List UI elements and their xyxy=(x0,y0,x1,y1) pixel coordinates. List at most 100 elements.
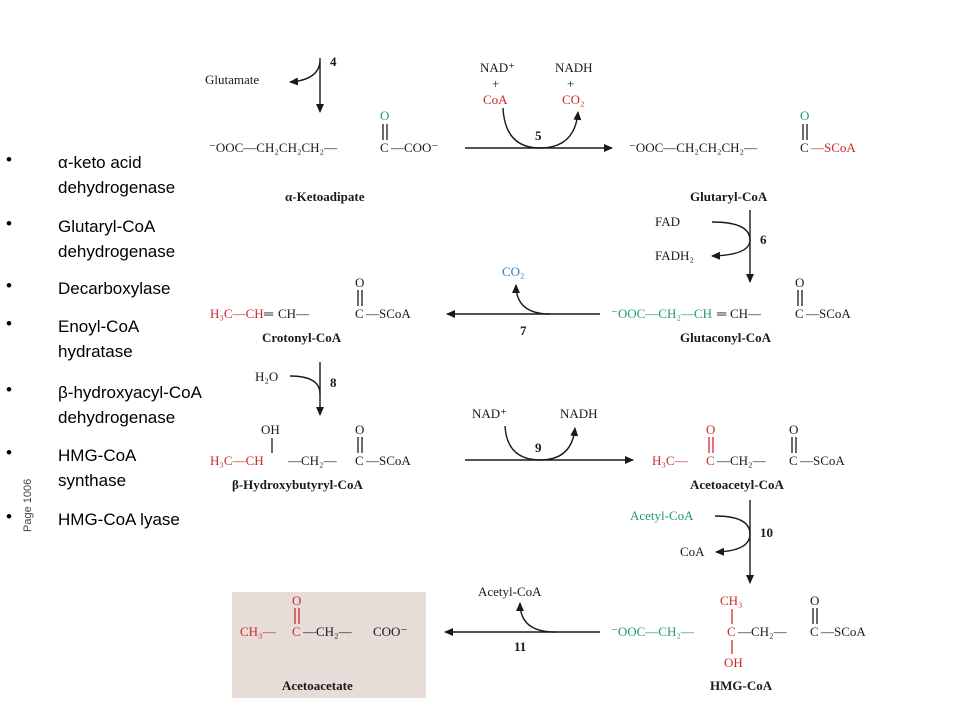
hydroxyl-group: OH xyxy=(724,655,743,670)
compound-name: Glutaconyl-CoA xyxy=(680,330,772,345)
compound-right: —SCoA xyxy=(365,453,411,468)
step-7: CO₂ 7 xyxy=(446,264,600,338)
step-4-side-arrow xyxy=(289,61,321,86)
step-number: 5 xyxy=(535,128,542,143)
compound-right: —SCoA xyxy=(820,624,866,639)
step-6-curve xyxy=(711,221,751,260)
step-6: FAD FADH₂ 6 xyxy=(655,210,767,283)
compound-right: —SCoA xyxy=(365,306,411,321)
compound-mid: —CH₂— xyxy=(287,453,338,468)
compound-mid: —CH₂— xyxy=(716,453,767,468)
carbonyl-oxygen: O xyxy=(800,108,809,123)
bullet-dot: • xyxy=(6,507,12,526)
keto-carbon: C xyxy=(706,453,715,468)
compound-name: Acetoacetate xyxy=(282,678,353,693)
compound-name: Crotonyl-CoA xyxy=(262,330,342,345)
carbonyl-oxygen: O xyxy=(795,275,804,290)
carbonyl-oxygen: O xyxy=(355,275,364,290)
enzyme-label: Decarboxylase xyxy=(58,279,171,298)
carbonyl-oxygen: O xyxy=(355,422,364,437)
plus-sign: + xyxy=(567,76,574,91)
step-number: 6 xyxy=(760,232,767,247)
compound-left: ⁻OOC—CH₂CH₂CH₂— xyxy=(209,140,338,155)
step-number: 7 xyxy=(520,323,527,338)
compound-mid: —CH₂— xyxy=(302,624,353,639)
bullet-dot: • xyxy=(6,314,12,333)
step-9: NAD⁺ NADH 9 xyxy=(465,406,634,464)
step-number: 8 xyxy=(330,375,337,390)
step-11-curve xyxy=(516,602,556,633)
carbonyl-carbon: C xyxy=(789,453,798,468)
keto-oxygen: O xyxy=(292,593,301,608)
compound-left: ⁻OOC—CH₂CH₂CH₂— xyxy=(629,140,758,155)
step-5-curve xyxy=(502,107,582,149)
glutamate-label: Glutamate xyxy=(205,72,259,87)
nad-label: NAD⁺ xyxy=(480,60,515,75)
acetyl-coa-label: Acetyl-CoA xyxy=(630,508,694,523)
step-9-curve xyxy=(504,425,579,461)
co2-label: CO₂ xyxy=(562,92,585,107)
compound-right: —SCoA xyxy=(810,140,856,155)
compound-left: ⁻OOC—CH₂—CH xyxy=(611,306,712,321)
compound-right: —COO⁻ xyxy=(390,140,438,155)
bullet-dot: • xyxy=(6,443,12,462)
double-bond: ═ xyxy=(716,306,727,321)
compound-mid: —CH₂— xyxy=(737,624,788,639)
central-carbon: C xyxy=(727,624,736,639)
step-8: H₂O 8 xyxy=(255,362,337,416)
methyl-group: CH₃ xyxy=(720,593,743,608)
coa-label: CoA xyxy=(680,544,705,559)
beta-hydroxybutyryl-coa: H₃C—CH OH —CH₂— C O —SCoA β-Hydroxybutyr… xyxy=(210,422,411,492)
carbonyl-oxygen: O xyxy=(810,593,819,608)
highlight-box xyxy=(232,592,426,698)
step-number: 9 xyxy=(535,440,542,455)
compound-mid: CH— xyxy=(278,306,310,321)
carbonyl-oxygen: O xyxy=(380,108,389,123)
bullet-dot: • xyxy=(6,150,12,169)
carbonyl-carbon: C xyxy=(800,140,809,155)
step-4: Glutamate 4 xyxy=(205,54,337,113)
compound-right: —SCoA xyxy=(805,306,851,321)
compound-left: H₃C—CH xyxy=(210,306,264,321)
compound-left: H₃C— xyxy=(652,453,689,468)
compound-left: H₃C—CH xyxy=(210,453,264,468)
acetyl-coa-label: Acetyl-CoA xyxy=(478,584,542,599)
step-10-curve xyxy=(714,515,751,556)
carbonyl-carbon: C xyxy=(355,306,364,321)
fad-label: FAD xyxy=(655,214,680,229)
enzyme-label: HMG-CoA lyase xyxy=(58,510,180,529)
carbonyl-carbon: C xyxy=(810,624,819,639)
keto-oxygen: O xyxy=(706,422,715,437)
compound-name: HMG-CoA xyxy=(710,678,773,693)
carbonyl-carbon: C xyxy=(795,306,804,321)
co2-label: CO₂ xyxy=(502,264,525,279)
bullet-dot: • xyxy=(6,214,12,233)
step-number: 10 xyxy=(760,525,773,540)
double-bond: ═ xyxy=(263,306,274,321)
compound-name: α-Ketoadipate xyxy=(285,189,365,204)
water-label: H₂O xyxy=(255,369,278,384)
fadh2-label: FADH₂ xyxy=(655,248,694,263)
nadh-label: NADH xyxy=(555,60,593,75)
step-number: 11 xyxy=(514,639,526,654)
hmg-coa: ⁻OOC—CH₂— C CH₃ OH —CH₂— C O —SCoA HMG-C… xyxy=(611,593,866,693)
bullet-dot: • xyxy=(6,276,12,295)
glutaconyl-coa: ⁻OOC—CH₂—CH ═ CH— C O —SCoA Glutaconyl-C… xyxy=(611,275,851,345)
step-10: Acetyl-CoA CoA 10 xyxy=(630,500,773,584)
step-number: 4 xyxy=(330,54,337,69)
step-8-curve xyxy=(289,375,321,395)
compound-name: Acetoacetyl-CoA xyxy=(690,477,784,492)
step-5: NAD⁺ + CoA NADH + CO₂ 5 xyxy=(465,60,613,152)
plus-sign: + xyxy=(492,76,499,91)
acetoacetate: CH₃— C O —CH₂— COO⁻ Acetoacetate xyxy=(232,592,426,698)
compound-left: ⁻OOC—CH₂— xyxy=(611,624,695,639)
compound-name: Glutaryl-CoA xyxy=(690,189,768,204)
hydroxyl-group: OH xyxy=(261,422,280,437)
step-7-curve xyxy=(512,284,551,315)
